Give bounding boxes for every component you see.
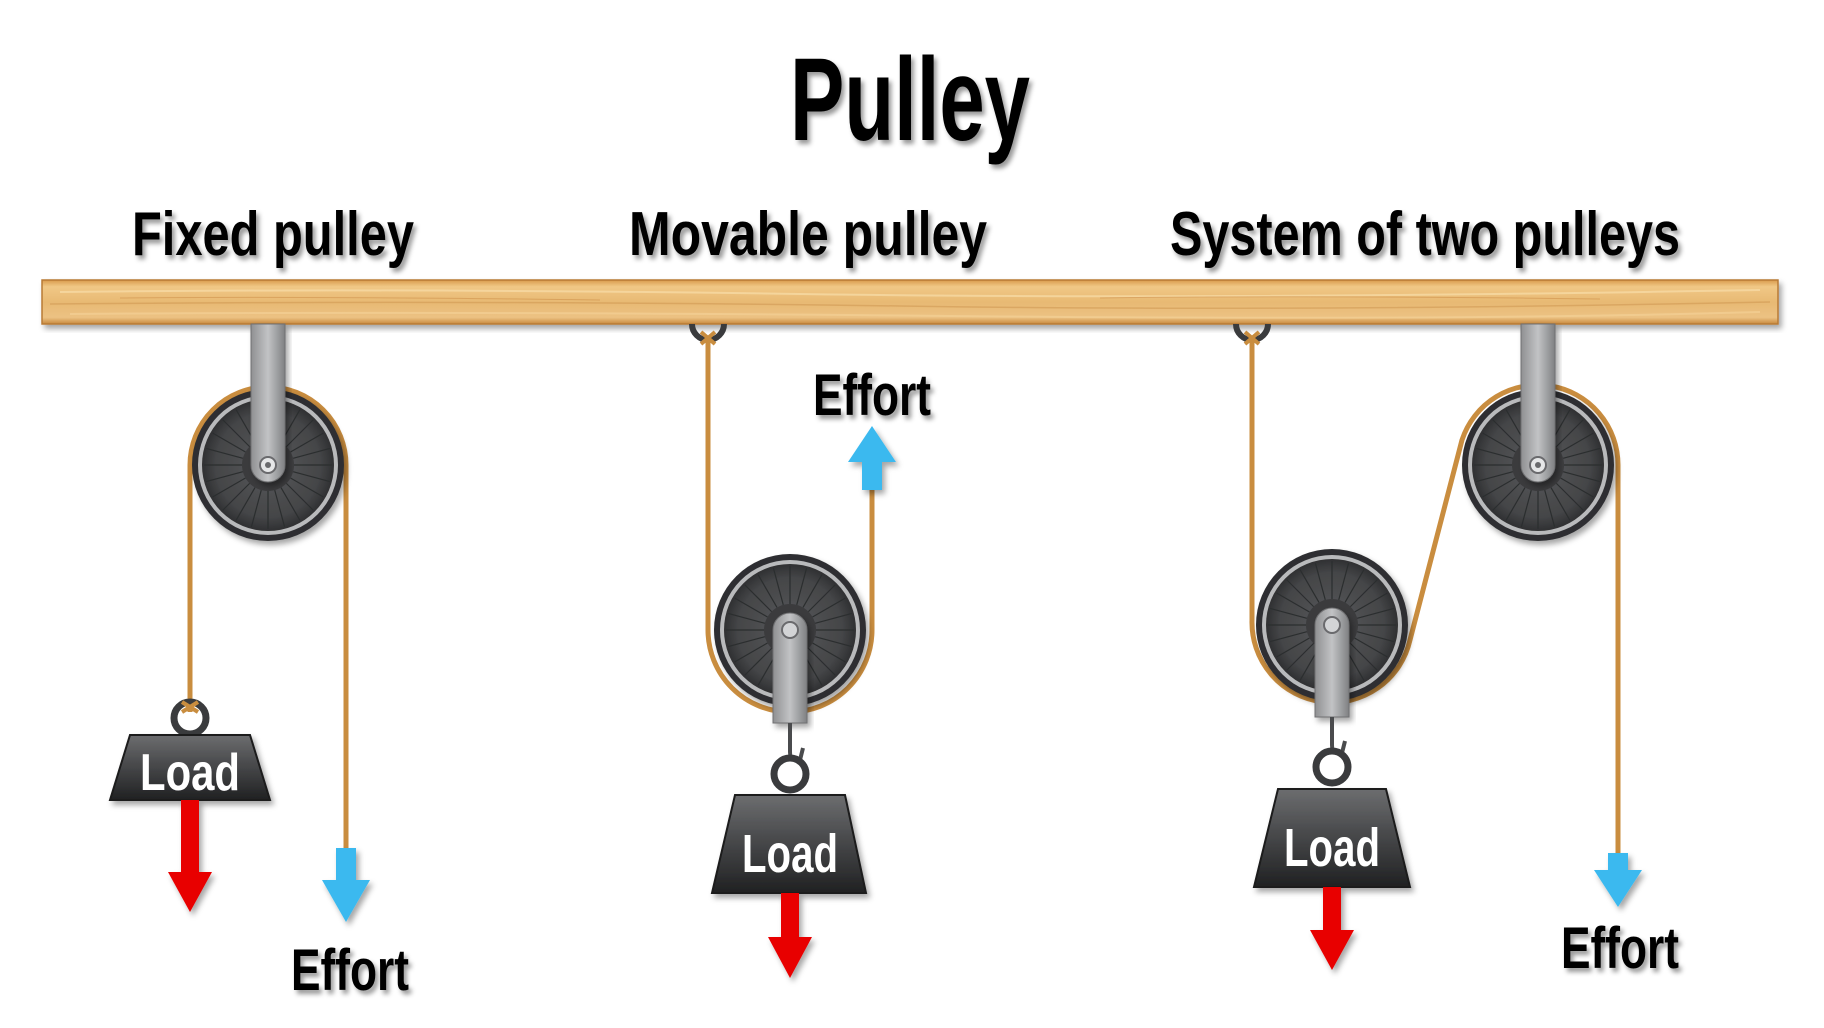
wheel-spoke bbox=[285, 482, 314, 511]
wheel-spoke bbox=[814, 612, 852, 624]
movable-load-weight: Load bbox=[710, 794, 868, 894]
wheel-spoke bbox=[222, 419, 251, 448]
wheel-spoke bbox=[285, 419, 314, 448]
system-pulley-group: Load Effort bbox=[1233, 323, 1679, 981]
wheel-spoke bbox=[807, 647, 836, 676]
wheel-spoke bbox=[1349, 579, 1378, 608]
wheel-spoke bbox=[1482, 477, 1516, 498]
load-ring bbox=[1312, 747, 1352, 787]
wheel-spoke bbox=[1286, 579, 1315, 608]
wheel-spoke bbox=[734, 642, 768, 663]
wheel-spoke bbox=[744, 584, 773, 613]
wheel-spoke bbox=[757, 574, 778, 608]
wheel-spoke bbox=[1492, 482, 1521, 511]
wheel-spoke bbox=[1562, 471, 1600, 483]
movable-pulley-bracket bbox=[772, 612, 808, 724]
effort-label: Effort bbox=[813, 363, 931, 428]
section-label-fixed: Fixed pulley bbox=[132, 200, 414, 269]
load-label: Load bbox=[140, 744, 240, 802]
wheel-spoke bbox=[206, 471, 244, 483]
wheel-spoke bbox=[812, 597, 846, 618]
wheel-spoke bbox=[1550, 487, 1571, 521]
wheel-spoke bbox=[1492, 419, 1521, 448]
section-label-movable: Movable pulley bbox=[629, 200, 987, 269]
wheel-spoke bbox=[235, 487, 256, 521]
wheel-spoke bbox=[802, 574, 823, 608]
wheel-spoke bbox=[1354, 637, 1388, 658]
wheel-spoke bbox=[290, 432, 324, 453]
wheel-spoke bbox=[292, 447, 330, 459]
load-label: Load bbox=[1284, 818, 1380, 878]
wheel-spoke bbox=[280, 487, 301, 521]
wheel-spoke bbox=[206, 447, 244, 459]
wheel-spoke bbox=[212, 477, 246, 498]
effort-arrow-down-icon bbox=[322, 848, 370, 922]
wheel-spoke bbox=[1299, 569, 1320, 603]
wheel-spoke bbox=[1270, 607, 1308, 619]
effort-label: Effort bbox=[1561, 916, 1679, 981]
load-arrow-down-icon bbox=[768, 893, 812, 978]
system-movable-pulley-wheel bbox=[1256, 549, 1408, 701]
wheel-spoke bbox=[250, 489, 262, 527]
system-fixed-pulley-bracket bbox=[1520, 323, 1556, 483]
wheel-spoke bbox=[290, 477, 324, 498]
fixed-pulley-group: Load Effort bbox=[108, 323, 409, 1003]
wheel-spoke bbox=[1276, 592, 1310, 613]
wheel-spoke bbox=[1544, 489, 1556, 527]
wheel-spoke bbox=[1555, 419, 1584, 448]
wheel-spoke bbox=[1354, 592, 1388, 613]
wheel-spoke bbox=[1356, 631, 1394, 643]
wheel-spoke bbox=[812, 642, 846, 663]
wheel-spoke bbox=[212, 432, 246, 453]
wheel-spoke bbox=[1344, 569, 1365, 603]
wheel-spoke bbox=[744, 647, 773, 676]
wheel-spoke bbox=[1560, 432, 1594, 453]
effort-label: Effort bbox=[291, 938, 409, 1003]
wheel-spoke bbox=[1314, 563, 1326, 601]
wooden-beam bbox=[41, 279, 1779, 325]
wheel-spoke bbox=[1560, 477, 1594, 498]
wheel-spoke bbox=[292, 471, 330, 483]
wheel-spoke bbox=[274, 489, 286, 527]
wheel-spoke bbox=[734, 597, 768, 618]
wheel-spoke bbox=[1520, 489, 1532, 527]
wheel-spokes bbox=[726, 566, 854, 694]
wheel-spoke bbox=[772, 568, 784, 606]
effort-arrow-up-icon bbox=[848, 426, 896, 490]
wheel-spoke bbox=[1476, 471, 1514, 483]
wheel-spoke bbox=[1482, 432, 1516, 453]
page-title: Pulley bbox=[790, 34, 1030, 166]
effort-arrow-down-icon bbox=[1594, 853, 1642, 907]
load-ring bbox=[770, 754, 810, 794]
wheel-spoke bbox=[807, 584, 836, 613]
wheel-spoke bbox=[796, 568, 808, 606]
rope bbox=[1249, 340, 1621, 855]
wheel-spoke bbox=[1505, 487, 1526, 521]
wheel-spoke bbox=[1270, 631, 1308, 643]
section-label-system: System of two pulleys bbox=[1170, 200, 1680, 269]
load-label: Load bbox=[742, 824, 838, 884]
wheel-spoke bbox=[1338, 563, 1350, 601]
wheel-spoke bbox=[1476, 447, 1514, 459]
wheel-spoke bbox=[728, 612, 766, 624]
wheel-spoke bbox=[1555, 482, 1584, 511]
wheel-spoke bbox=[1356, 607, 1394, 619]
system-movable-pulley-bracket bbox=[1314, 607, 1350, 718]
wheel-spoke bbox=[814, 636, 852, 648]
wheel-spoke bbox=[1562, 447, 1600, 459]
wheel-spoke bbox=[222, 482, 251, 511]
wheel-spoke bbox=[1276, 637, 1310, 658]
wheel-spokes bbox=[1268, 561, 1396, 689]
movable-pulley-group: Load Effort bbox=[689, 323, 931, 978]
load-arrow-down-icon bbox=[1310, 887, 1354, 970]
wheel-spoke bbox=[1286, 642, 1315, 671]
wheel-spoke bbox=[1349, 642, 1378, 671]
load-arrow-down-icon bbox=[168, 800, 212, 912]
fixed-pulley-bracket bbox=[250, 323, 286, 483]
fixed-load-weight: Load bbox=[108, 698, 272, 802]
wheel-spoke bbox=[728, 636, 766, 648]
system-load-weight: Load bbox=[1252, 788, 1412, 888]
